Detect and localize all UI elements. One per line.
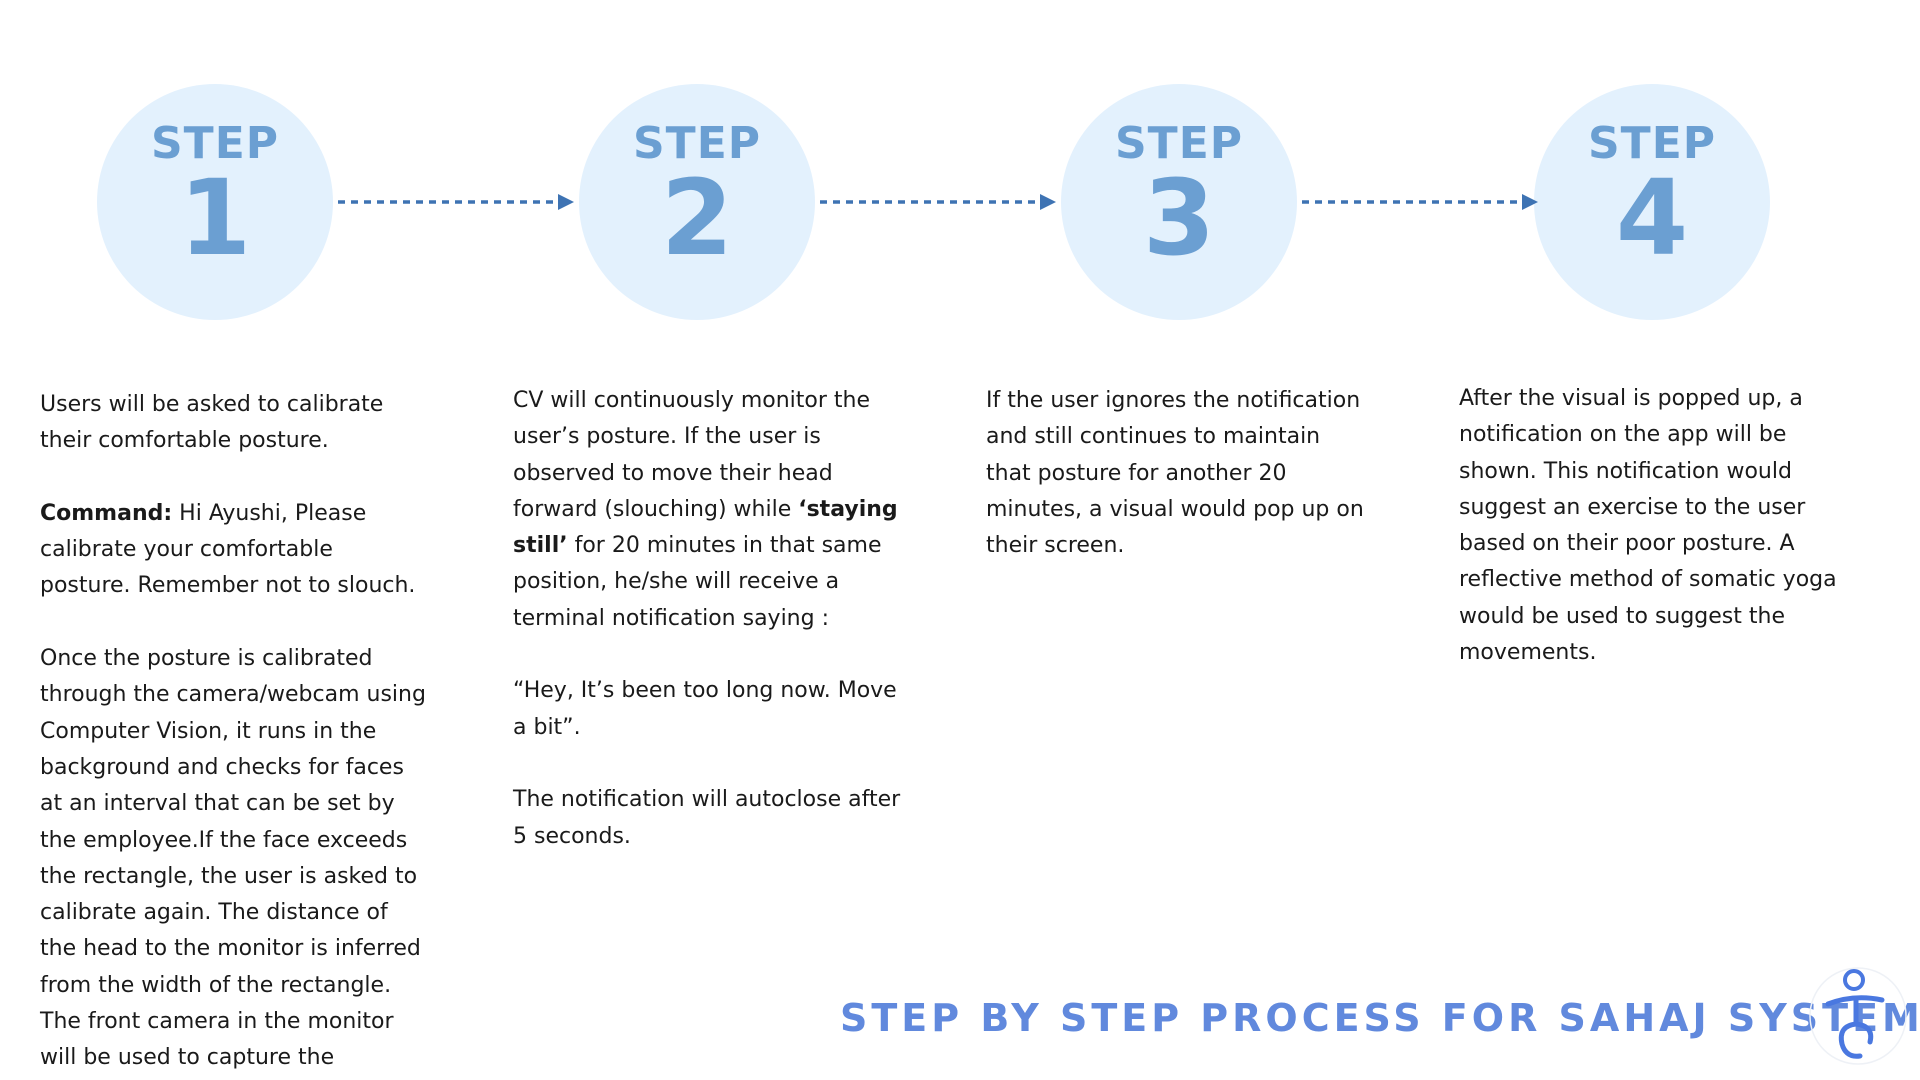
step-3-description: If the user ignores the notification and…: [986, 383, 1370, 564]
arrow-step-1-to-2: [338, 194, 574, 210]
step-2-text-a: CV will continuously monitor the user’s …: [513, 388, 871, 522]
yoga-figure-icon: [1809, 967, 1907, 1065]
step-1-command: Command: Hi Ayushi, Please calibrate you…: [40, 496, 428, 605]
command-text: Hi Ayushi, Please calibrate your comfort…: [40, 500, 416, 599]
step-2-autoclose: The notification will autoclose after 5 …: [513, 787, 901, 849]
step-1-details: Once the posture is calibrated through t…: [40, 646, 426, 1071]
logo-ring: [1809, 967, 1907, 1065]
staying-still-emphasis: ‘staying still’: [513, 496, 898, 559]
arrow-step-3-to-4: [1302, 194, 1538, 210]
step-3-text: If the user ignores the notification and…: [986, 388, 1364, 559]
command-label: Command:: [40, 500, 173, 526]
step-1-description: Users will be asked to calibrate their c…: [40, 387, 428, 1080]
step-4-text: After the visual is popped up, a notific…: [1459, 386, 1837, 666]
step-3-label: STEP: [1114, 118, 1243, 169]
step-1-intro: Users will be asked to calibrate their c…: [40, 392, 384, 454]
step-2-label: STEP: [632, 118, 761, 169]
arrow-head: [1522, 194, 1538, 210]
step-4-circle: STEP 4: [1534, 84, 1770, 320]
step-2-monitoring: CV will continuously monitor the user’s …: [513, 383, 911, 637]
step-1-circle: STEP 1: [97, 84, 333, 320]
logo-leg-right: [1853, 1021, 1874, 1045]
step-3-number: 3: [1142, 157, 1216, 279]
arrow-head: [1040, 194, 1056, 210]
arrow-step-2-to-3: [820, 194, 1056, 210]
step-2-notification-quote: “Hey, It’s been too long now. Move a bit…: [513, 678, 897, 740]
step-1-label: STEP: [150, 118, 279, 169]
step-4-label: STEP: [1587, 118, 1716, 169]
page-title: STEP BY STEP PROCESS FOR SAHAJ SYSTEM: [840, 996, 1920, 1040]
step-2-description: CV will continuously monitor the user’s …: [513, 383, 911, 855]
step-4-description: After the visual is popped up, a notific…: [1459, 381, 1859, 671]
logo-leg-left: [1838, 1021, 1863, 1059]
step-2-text-b: for 20 minutes in that same position, he…: [513, 533, 882, 631]
arrow-head: [558, 194, 574, 210]
step-2-number: 2: [660, 157, 734, 279]
step-4-number: 4: [1615, 157, 1689, 279]
step-3-circle: STEP 3: [1061, 84, 1297, 320]
logo-head: [1843, 969, 1865, 991]
step-1-number: 1: [178, 157, 252, 279]
step-2-circle: STEP 2: [579, 84, 815, 320]
